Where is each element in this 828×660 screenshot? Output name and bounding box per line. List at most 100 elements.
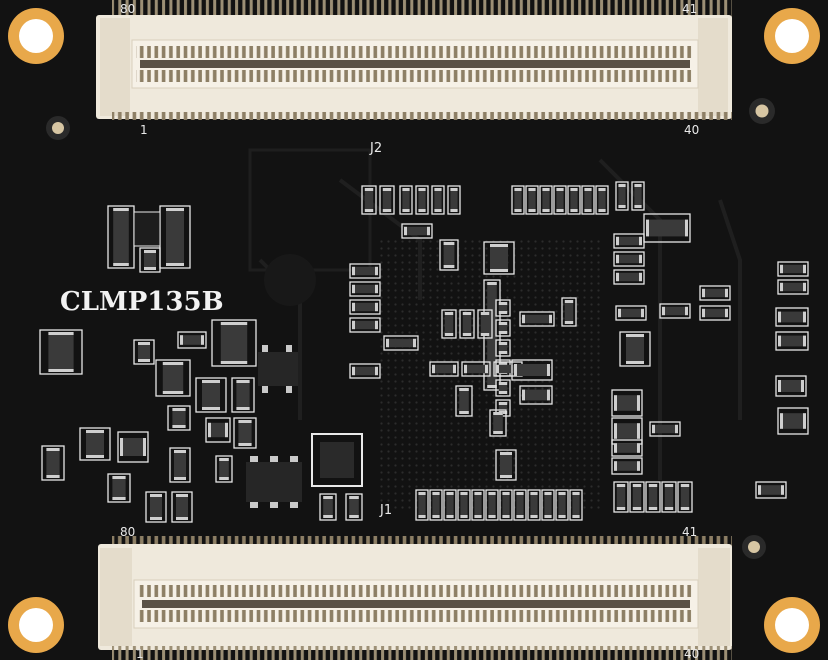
- smd-component-outline: [429, 361, 459, 377]
- smd-component-outline: [495, 399, 511, 417]
- smd-component-outline: [613, 481, 629, 513]
- smd-pad: [150, 517, 162, 520]
- smd-component-outline: [581, 185, 595, 215]
- smd-component-outline: [457, 489, 471, 521]
- smd-component-outline: [461, 361, 491, 377]
- smd-component-body: [386, 338, 416, 348]
- smd-component-body: [778, 311, 806, 323]
- ic-square-chip: [311, 433, 363, 487]
- smd-pad: [616, 254, 619, 264]
- smd-pad: [498, 322, 508, 325]
- smd-component-body: [516, 492, 524, 518]
- smd-component-outline: [519, 385, 553, 405]
- smd-component-body: [648, 484, 658, 510]
- smd-pad: [556, 209, 564, 212]
- smd-component-outline: [441, 309, 457, 339]
- smd-pad: [364, 188, 374, 191]
- smd-pad: [725, 288, 728, 298]
- smd-pad: [634, 184, 642, 187]
- smd-pad: [685, 219, 688, 237]
- smd-component-body: [144, 250, 156, 270]
- smd-component-outline: [649, 421, 681, 437]
- smd-pad: [498, 402, 508, 405]
- smd-component-body: [780, 282, 806, 292]
- smd-pad: [432, 492, 440, 495]
- smd-pad: [530, 492, 538, 495]
- smd-component-body: [626, 334, 644, 364]
- smd-component-body: [180, 335, 204, 345]
- smd-pad: [514, 364, 517, 376]
- smd-pad: [614, 395, 617, 411]
- smd-pad: [502, 492, 510, 495]
- smd-component-outline: [555, 489, 569, 521]
- smd-pad: [680, 507, 690, 510]
- smd-pad: [778, 311, 781, 323]
- smd-pad: [542, 188, 550, 191]
- smd-component-outline: [79, 427, 111, 461]
- smd-pad: [485, 364, 488, 374]
- smd-component-outline: [613, 251, 645, 267]
- smd-pad: [450, 188, 458, 191]
- smd-pad: [236, 380, 250, 383]
- smd-pad: [220, 322, 248, 325]
- smd-component-outline: [215, 455, 233, 483]
- smd-component-outline: [349, 263, 381, 279]
- smd-component-body: [530, 492, 538, 518]
- smd-pad: [493, 412, 503, 415]
- smd-component-outline: [495, 299, 511, 317]
- smd-component-outline: [699, 305, 731, 321]
- smd-pad: [460, 492, 468, 495]
- smd-component-body: [238, 420, 252, 446]
- smd-component-body: [48, 332, 74, 372]
- smd-pad: [352, 366, 355, 376]
- smd-component-outline: [561, 297, 577, 327]
- smd-pad: [528, 188, 536, 191]
- smd-pad: [641, 308, 644, 318]
- smd-component-body: [220, 322, 248, 364]
- smd-pad: [803, 413, 806, 429]
- smd-pad: [558, 492, 566, 495]
- smd-pad: [382, 188, 392, 191]
- smd-component-outline: [401, 223, 433, 239]
- smd-pad: [498, 362, 508, 365]
- smd-pad: [443, 265, 455, 268]
- smd-component-outline: [349, 299, 381, 315]
- smd-pad: [614, 423, 617, 439]
- smd-component-outline: [659, 303, 691, 319]
- smd-component-body: [402, 188, 410, 212]
- smd-component-body: [618, 184, 626, 208]
- smd-pad: [450, 209, 458, 212]
- smd-pad: [803, 335, 806, 347]
- smd-pad: [544, 515, 552, 518]
- connector-j2: [96, 0, 732, 120]
- smd-pad: [418, 515, 426, 518]
- smd-pad: [547, 364, 550, 376]
- smd-component-body: [780, 413, 806, 429]
- smd-component-outline: [699, 285, 731, 301]
- smd-component-outline: [139, 247, 161, 273]
- smd-component-outline: [399, 185, 413, 215]
- smd-pad: [637, 423, 640, 439]
- smd-pad: [803, 264, 806, 274]
- smd-component-outline: [379, 185, 395, 215]
- smd-component-outline: [525, 185, 539, 215]
- smd-component-body: [443, 242, 455, 268]
- smd-component-body: [219, 458, 229, 480]
- smd-pad: [349, 496, 359, 499]
- bga-footprint: [133, 211, 161, 247]
- smd-component-outline: [755, 481, 787, 499]
- smd-pad: [474, 492, 482, 495]
- smd-pad: [120, 438, 123, 456]
- connector-j1: [98, 536, 732, 660]
- smd-component-outline: [489, 409, 507, 437]
- smd-pad: [219, 477, 229, 480]
- smd-component-outline: [513, 489, 527, 521]
- smd-pad: [112, 497, 126, 500]
- smd-pad: [498, 411, 508, 414]
- smd-component-body: [522, 389, 550, 401]
- smd-pad: [480, 312, 490, 315]
- smd-component-outline: [195, 377, 227, 413]
- smd-pad: [444, 333, 454, 336]
- smd-component-outline: [611, 457, 643, 475]
- smd-pad: [402, 188, 410, 191]
